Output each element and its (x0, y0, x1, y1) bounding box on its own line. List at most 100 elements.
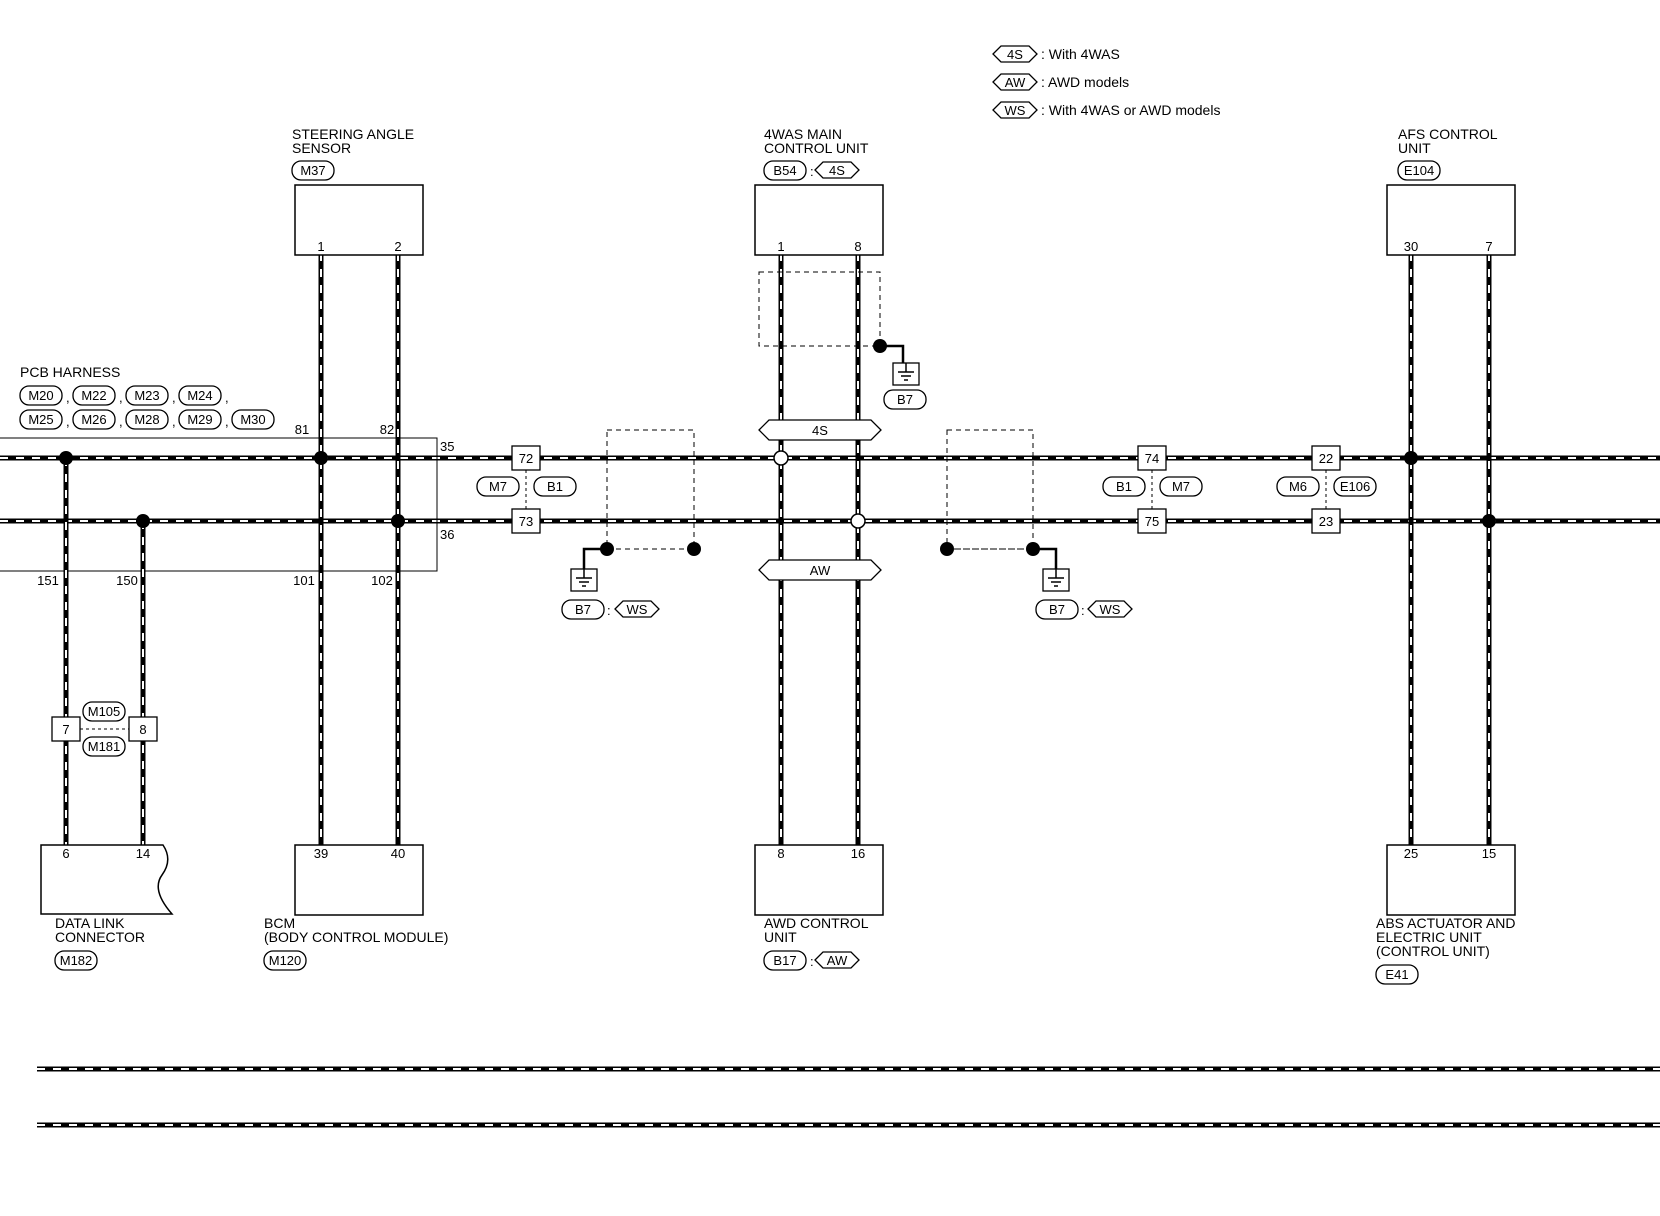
connector-tag (82, 701, 126, 722)
afs-control-unit: AFS CONTROL UNIT E104 30 7 (1386, 126, 1516, 256)
condition-hexagon (992, 45, 1038, 63)
pcb-harness: PCB HARNESS M20 , M22 , M23 , M24 , M25 … (0, 364, 454, 588)
condition-label: WS (1100, 602, 1121, 617)
separator: , (66, 390, 70, 405)
condition-hexagon (814, 161, 860, 179)
connector-label: M20 (28, 388, 53, 403)
component-box (1386, 184, 1516, 256)
abs-actuator: 25 15 ABS ACTUATOR AND ELECTRIC UNIT (CO… (1375, 844, 1516, 985)
connector-tag (1375, 964, 1419, 985)
component-name: DATA LINK (55, 915, 125, 931)
pin-label: 40 (391, 846, 405, 861)
vertical-wires (63, 253, 1492, 845)
separator: , (119, 414, 123, 429)
condition-hexagon (1087, 600, 1133, 618)
connector-tag (291, 160, 335, 181)
connector-tag (763, 160, 807, 181)
connector-tag (178, 409, 222, 430)
pin-label: 14 (136, 846, 150, 861)
condition-hexagon (758, 559, 882, 581)
pin-label: 7 (1485, 239, 1492, 254)
condition-hexagon (758, 419, 882, 441)
pin-label: 30 (1404, 239, 1418, 254)
connector-label: E106 (1340, 479, 1370, 494)
condition-label: WS (627, 602, 648, 617)
connector-tag (54, 950, 98, 971)
component-box (754, 844, 884, 916)
open-splice (773, 450, 789, 466)
connector-label: M6 (1289, 479, 1307, 494)
connector-label: M26 (81, 412, 106, 427)
legend: 4S : With 4WAS AW : AWD models WS : With… (992, 45, 1220, 119)
pin-label: 81 (295, 422, 309, 437)
component-name: UNIT (764, 929, 797, 945)
component-name: 4WAS MAIN (764, 126, 842, 142)
colon: : (810, 164, 814, 179)
connector-label: M37 (300, 163, 325, 178)
joint-pin-box (128, 716, 158, 742)
ground-wire (1033, 547, 1058, 569)
pcb-harness-title: PCB HARNESS (20, 364, 120, 380)
separator: , (225, 414, 229, 429)
connector-label: M28 (134, 412, 159, 427)
connector-tag (1102, 476, 1146, 497)
splice-dot (1404, 451, 1418, 465)
colon: : (607, 603, 611, 618)
condition-hexagon (614, 600, 660, 618)
connector-label: B7 (897, 392, 913, 407)
pcb-harness-outline (0, 437, 438, 572)
connector-label: M29 (187, 412, 212, 427)
connector-label: B1 (547, 479, 563, 494)
pin-label: 8 (139, 722, 146, 737)
pin-label: 73 (519, 514, 533, 529)
connector-tag (72, 385, 116, 406)
connector-label: M181 (88, 739, 121, 754)
pin-label: 8 (854, 239, 861, 254)
connector-tag (82, 736, 126, 757)
pin-label: 74 (1145, 451, 1159, 466)
pin-label: 1 (317, 239, 324, 254)
condition-label: 4S (829, 163, 845, 178)
connector-tag (231, 409, 275, 430)
splice-dot (59, 451, 73, 465)
pin-label: 102 (371, 573, 393, 588)
shield-outline (946, 429, 1034, 550)
pcb-harness-connectors-row1: M20 , M22 , M23 , M24 , (19, 385, 229, 406)
legend-text: : AWD models (1041, 74, 1129, 90)
bcm: 39 40 BCM (BODY CONTROL MODULE) M120 (263, 844, 448, 971)
condition-hexagon (992, 101, 1038, 119)
component-box (40, 844, 174, 915)
component-box (294, 184, 424, 256)
connector-label: M23 (134, 388, 159, 403)
joint-right1: 74 75 B1 M7 (1102, 445, 1203, 534)
pin-label: 75 (1145, 514, 1159, 529)
can-bus-lines (0, 455, 1660, 524)
pin-label: 15 (1482, 846, 1496, 861)
connector-tag (1333, 476, 1377, 497)
component-box (294, 844, 424, 916)
legend-text: : With 4WAS (1041, 46, 1120, 62)
connector-tag (72, 409, 116, 430)
connector-tag (1159, 476, 1203, 497)
connector-tag (561, 599, 605, 620)
condition-hexagon (814, 951, 860, 969)
separator: , (119, 390, 123, 405)
data-link-connector: 6 14 DATA LINK CONNECTOR M182 (40, 844, 174, 971)
connector-label: B1 (1116, 479, 1132, 494)
splice-dot (136, 514, 150, 528)
legend-code: AW (1005, 75, 1026, 90)
ground-wire (880, 344, 905, 363)
pin-label: 1 (777, 239, 784, 254)
shield-ground-right: B7 : WS (940, 429, 1133, 620)
connector-tag (178, 385, 222, 406)
component-box (754, 184, 884, 256)
legend-item-4s: 4S : With 4WAS (992, 45, 1120, 63)
component-name: AWD CONTROL (764, 915, 869, 931)
shield-ground-left: B7 : WS (561, 429, 701, 620)
connector-label: M105 (88, 704, 121, 719)
pcb-harness-connectors-row2: M25 , M26 , M28 , M29 , M30 (19, 409, 275, 430)
pin-label: 101 (293, 573, 315, 588)
shield-4was: B7 (758, 271, 927, 410)
connector-tag (1276, 476, 1320, 497)
